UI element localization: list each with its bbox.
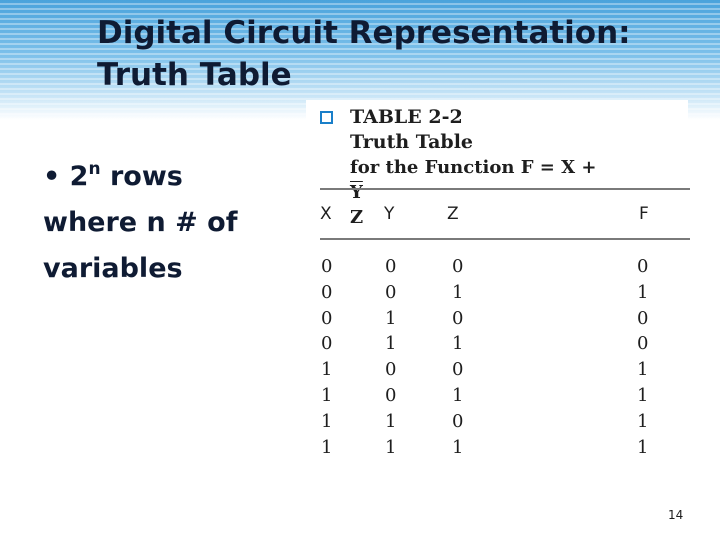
cell-y-row-1: 0 [385,256,397,277]
cell-y-row-4: 1 [385,333,397,355]
cell-z-row-1: 0 [452,256,464,277]
cell-y-row-5: 0 [385,359,397,381]
cell-z-row-5: 0 [452,359,464,381]
column-header-f: F [639,204,649,224]
cell-x-row-3: 0 [321,307,333,329]
cell-x-row-1: 0 [321,256,333,277]
cell-y-row-7: 1 [385,410,397,432]
column-header-z: Z [447,204,459,224]
cell-x-row-2: 0 [321,281,333,303]
table-top-rule [320,188,690,190]
cell-f-row-7: 1 [637,410,649,432]
cell-x-row-8: 1 [321,436,333,458]
column-header-x: X [320,204,332,224]
caption-table-title: Truth Table [350,131,474,153]
bullet-marker: • [43,161,61,192]
caption-table-number: TABLE 2-2 [350,106,463,128]
table-caption: TABLE 2-2 Truth Table for the Function F… [350,105,596,230]
cell-x-row-7: 1 [321,410,333,432]
bullet-base: 2 [69,161,89,192]
truth-table-figure: TABLE 2-2 Truth Table for the Function F… [306,100,690,478]
cell-x-row-5: 1 [321,359,333,381]
column-header-y: Y [384,204,395,224]
bullet-rows-text: rows [100,161,183,192]
bullet-line-3: variables [43,253,183,284]
cell-y-row-3: 1 [385,307,397,329]
cell-f-row-6: 1 [637,385,649,406]
cell-f-row-5: 1 [637,359,649,381]
cell-x-row-6: 1 [321,385,333,406]
cell-f-row-1: 0 [637,256,649,277]
cell-f-row-3: 0 [637,307,649,329]
cell-z-row-2: 1 [452,281,464,303]
cell-y-row-8: 1 [385,436,397,458]
caption-function-prefix: for the Function F = X + [350,157,597,178]
cell-x-row-4: 0 [321,333,333,355]
caption-overlined-variable: Y [350,182,363,203]
page-number: 14 [668,508,684,522]
cell-z-row-6: 1 [452,385,464,406]
table-header-rule [320,238,690,240]
cell-z-row-8: 1 [452,436,464,458]
slide-title-line-1: Digital Circuit Representation: [97,15,631,51]
cell-f-row-8: 1 [637,436,649,458]
cell-f-row-2: 1 [637,281,649,303]
bullet-point: • 2n rows where n # of variables [43,154,313,292]
caption-function-suffix: Z [350,207,364,228]
cell-f-row-4: 0 [637,333,649,355]
slide-title-line-2: Truth Table [97,57,292,93]
cell-z-row-7: 0 [452,410,464,432]
bullet-line-2: where n # of [43,207,238,238]
cell-z-row-4: 1 [452,333,464,355]
cell-y-row-2: 0 [385,281,397,303]
caption-square-icon [320,111,333,124]
bullet-line-1: • 2n rows [43,154,313,200]
bullet-exponent: n [88,159,101,179]
cell-y-row-6: 0 [385,385,397,406]
slide-title: Digital Circuit Representation: Truth Ta… [97,12,631,96]
cell-z-row-3: 0 [452,307,464,329]
